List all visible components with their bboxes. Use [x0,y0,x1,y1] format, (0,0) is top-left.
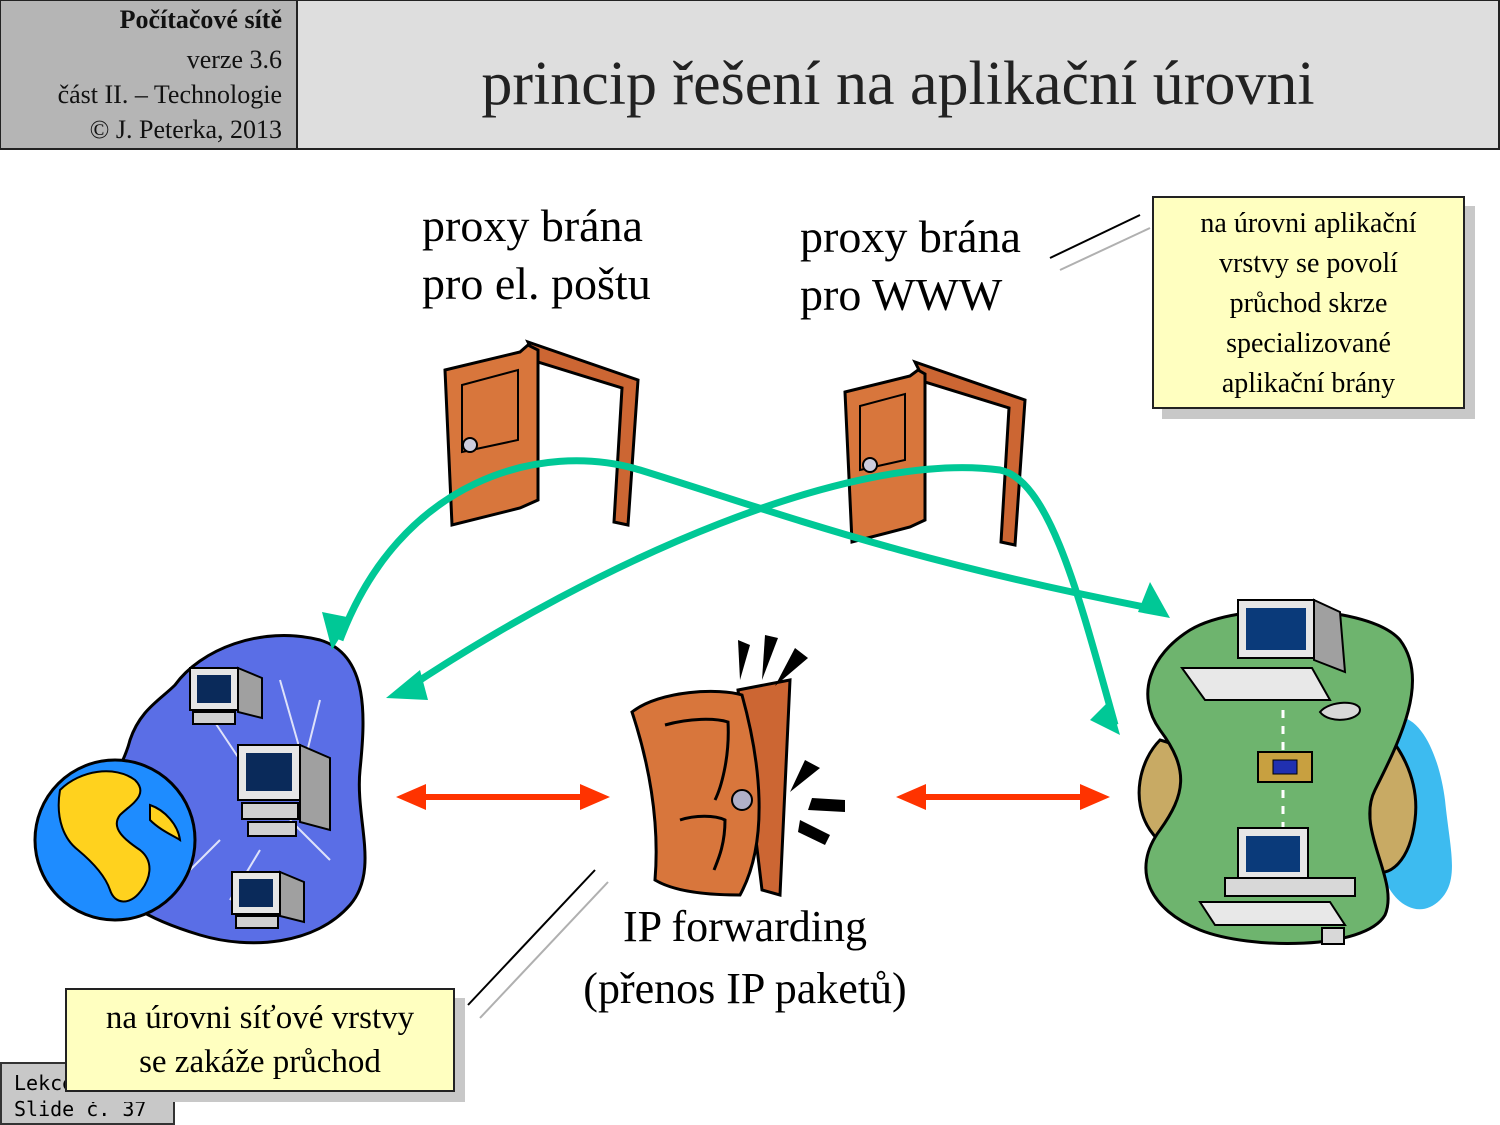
callout-pointers [467,214,1151,1019]
computer-icon [1198,827,1356,945]
arrowhead [1138,582,1170,618]
computer-icon [237,743,331,837]
www-proxy-label-line2: pro WWW [800,269,1003,320]
mail-proxy-label: proxy brána pro el. poštu [422,197,651,313]
arrowhead [1090,700,1120,735]
callout-line: průchod skrze [1229,288,1388,319]
mail-proxy-label-line2: pro el. poštu [422,258,651,309]
callout-line: se zakáže průchod [139,1044,381,1080]
page-title: princip řešení na aplikační úrovni [481,50,1315,118]
application-level-callout: na úrovni aplikační vrstvy se povolí prů… [1152,196,1465,409]
computer-icon [189,666,263,725]
course-name: Počítačové sítě [119,5,282,34]
callout-line: aplikační brány [1221,368,1396,399]
copyright-text: © J. Peterka, 2013 [89,115,282,144]
header-title-box: princip řešení na aplikační úrovni [298,0,1500,150]
blocked-paths [396,784,1110,810]
footer-lecture: Lekce [14,1071,75,1095]
ip-forwarding-label-line1: IP forwarding [623,902,867,951]
callout-line: na úrovni síťové vrstvy [105,1000,415,1036]
arrowhead [322,612,352,650]
part-text: část II. – Technologie [57,80,282,109]
ip-forwarding-label: IP forwarding (přenos IP paketů) [555,896,935,1020]
open-door-icon [843,359,1027,547]
allowed-paths [336,457,1161,726]
ip-forwarding-label-line2: (přenos IP paketů) [583,964,907,1013]
www-proxy-label-line1: proxy brána [800,211,1021,262]
network-level-callout: na úrovni síťové vrstvy se zakáže průcho… [65,988,455,1092]
mail-proxy-label-line1: proxy brána [422,200,643,251]
version-text: verze 3.6 [186,45,282,74]
www-proxy-label: proxy brána pro WWW [800,208,1021,324]
arrowhead [386,670,428,700]
globe-network-icon [33,634,367,945]
open-door-icon [443,339,640,527]
computer-icon [231,870,305,929]
slamming-door-icon [630,635,845,897]
header-info-box: Počítačové sítě verze 3.6 část II. – Tec… [0,0,298,150]
callout-line: na úrovni aplikační [1200,208,1417,239]
local-network-icon [1137,598,1452,945]
computer-icon [1180,598,1362,721]
callout-line: specializované [1226,328,1391,359]
footer-slide-number: Slide č. 37 [14,1097,147,1121]
callout-line: vrstvy se povolí [1219,248,1398,279]
